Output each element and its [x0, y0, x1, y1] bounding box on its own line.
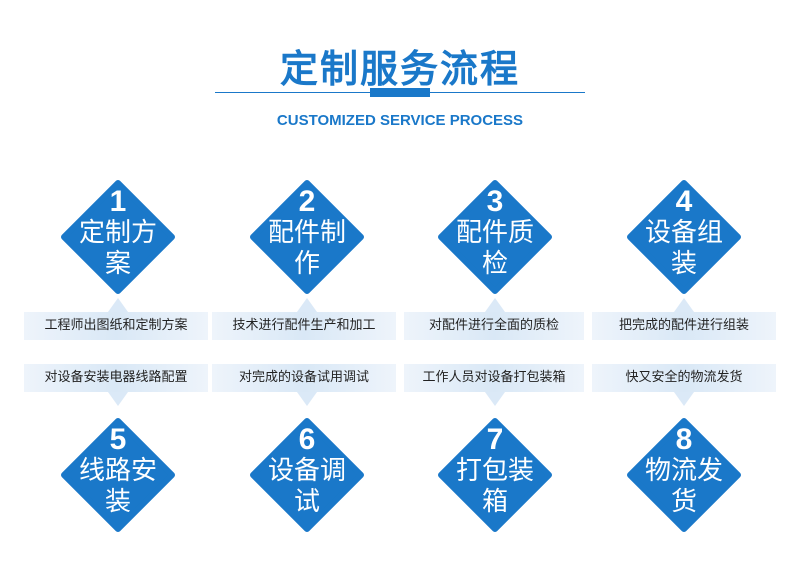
step-number: 2: [298, 185, 316, 218]
step-description: 对设备安装电器线路配置: [24, 364, 208, 392]
step-number: 6: [298, 423, 316, 456]
step-label: 线路安装: [78, 456, 157, 517]
step-description: 工程师出图纸和定制方案: [24, 312, 208, 340]
step-7: 7 打包装箱: [438, 418, 552, 532]
step-description: 快又安全的物流发货: [592, 364, 776, 392]
step-label: 定制方案: [78, 218, 157, 279]
step-description: 技术进行配件生产和加工: [212, 312, 396, 340]
step-label: 配件质检: [455, 218, 534, 279]
step-number: 1: [109, 185, 127, 218]
step-5: 5 线路安装: [61, 418, 175, 532]
pointer-up-icon: [674, 298, 694, 312]
step-label: 配件制作: [267, 218, 346, 279]
pointer-up-icon: [297, 298, 317, 312]
step-1: 1 定制方案: [61, 180, 175, 294]
step-description: 把完成的配件进行组装: [592, 312, 776, 340]
step-label: 设备调试: [267, 456, 346, 517]
pointer-down-icon: [485, 392, 505, 406]
pointer-down-icon: [674, 392, 694, 406]
page-subtitle: CUSTOMIZED SERVICE PROCESS: [276, 112, 524, 129]
title-divider-accent: [370, 88, 430, 97]
step-description: 工作人员对设备打包装箱: [404, 364, 584, 392]
pointer-up-icon: [485, 298, 505, 312]
step-description: 对完成的设备试用调试: [212, 364, 396, 392]
pointer-down-icon: [297, 392, 317, 406]
page-title: 定制服务流程: [279, 47, 520, 91]
step-number: 8: [675, 423, 693, 456]
step-6: 6 设备调试: [250, 418, 364, 532]
step-label: 设备组装: [644, 218, 723, 279]
pointer-up-icon: [108, 298, 128, 312]
step-description: 对配件进行全面的质检: [404, 312, 584, 340]
step-4: 4 设备组装: [627, 180, 741, 294]
step-number: 3: [486, 185, 504, 218]
step-label: 物流发货: [644, 456, 723, 517]
step-number: 7: [486, 423, 504, 456]
step-8: 8 物流发货: [627, 418, 741, 532]
step-number: 5: [109, 423, 127, 456]
step-number: 4: [675, 185, 693, 218]
pointer-down-icon: [108, 392, 128, 406]
step-label: 打包装箱: [455, 456, 534, 517]
step-3: 3 配件质检: [438, 180, 552, 294]
step-2: 2 配件制作: [250, 180, 364, 294]
